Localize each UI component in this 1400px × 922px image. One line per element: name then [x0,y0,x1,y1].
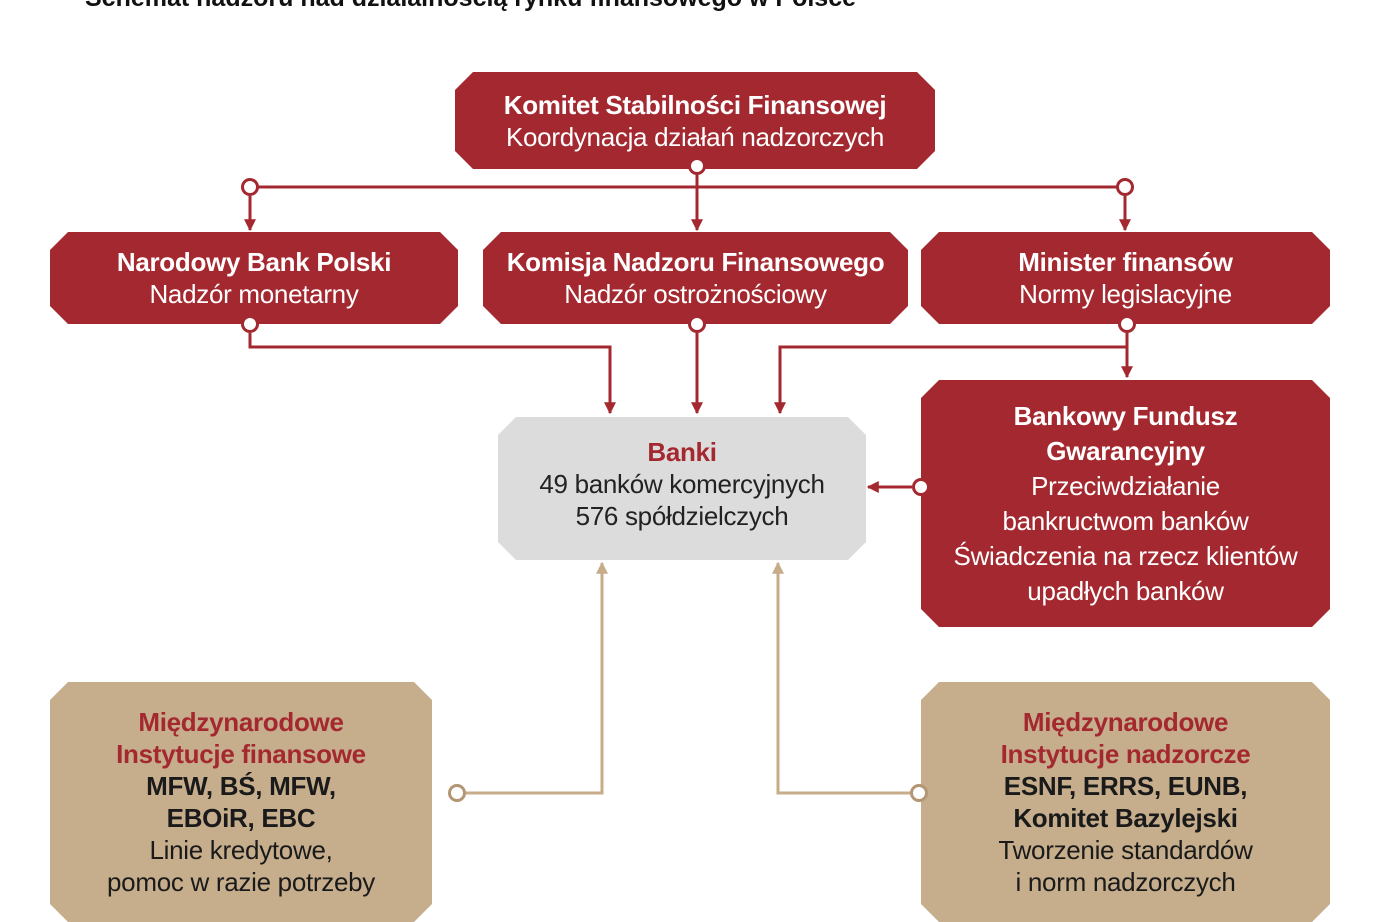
banks-name: Banki [647,437,717,467]
banks-line: 576 spółdzielczych [575,501,789,531]
knf-name: Komisja Nadzoru Finansowego [506,247,885,277]
mf-box: Minister finansów Normy legislacyjne [921,232,1330,324]
bfg-role-line: Przeciwdziałanie [1031,470,1220,501]
connector-dot [912,478,930,496]
intl-financial-box: Międzynarodowe Instytucje finansowe MFW,… [50,682,432,922]
intl-supervisory-box: Międzynarodowe Instytucje nadzorcze ESNF… [921,682,1330,922]
connector-dot [1118,315,1136,333]
bfg-role-line: Świadczenia na rzecz klientów [953,540,1298,571]
nbp-box: Narodowy Bank Polski Nadzór monetarny [50,232,458,324]
intl-financial-title-line: Instytucje finansowe [116,739,366,769]
diagram-title: Schemat nadzoru nad działalnością rynku … [85,0,856,13]
intl-financial-members-line: EBOiR, EBC [166,803,316,833]
intl-supervisory-title-line: Międzynarodowe [1022,707,1229,737]
connector-dot [688,157,706,175]
intl-financial-members-line: MFW, BŚ, MFW, [146,771,336,801]
intl-financial-title-line: Międzynarodowe [138,707,344,737]
connector-dot [241,315,259,333]
intl-supervisory-title-line: Instytucje nadzorcze [1000,739,1251,769]
arrow-intl-supervisory-to-banks [772,561,910,795]
arrow-nbp-to-banks [248,333,616,415]
bfg-name-line: Gwarancyjny [1046,435,1205,466]
knf-box: Komisja Nadzoru Finansowego Nadzór ostro… [483,232,908,324]
connector-dot [241,178,259,196]
arrow-intl-financial-to-banks [466,561,608,795]
bfg-name-line: Bankowy Fundusz [1013,400,1238,431]
intl-supervisory-role-line: Tworzenie standardów [998,835,1253,865]
intl-supervisory-members-line: Komitet Bazylejski [1013,803,1238,833]
intl-supervisory-role-line: i norm nadzorczych [1015,867,1236,897]
bfg-role-line: upadłych banków [1027,575,1224,606]
banks-line: 49 banków komercyjnych [539,469,825,499]
intl-financial-role-line: pomoc w razie potrzeby [107,867,375,897]
connector-dot [910,784,928,802]
knf-role: Nadzór ostrożnościowy [564,279,827,309]
connector-lines [244,175,1133,795]
connector-dot [1116,178,1134,196]
ksf-role: Koordynacja działań nadzorczych [505,121,885,152]
ksf-box: Komitet Stabilności Finansowej Koordynac… [455,72,935,169]
arrow-mf-to-banks [774,333,1129,415]
bfg-box: Bankowy Fundusz Gwarancyjny Przeciwdział… [921,380,1330,627]
nbp-role: Nadzór monetarny [149,279,359,309]
banks-box: Banki 49 banków komercyjnych 576 spółdzi… [498,417,866,560]
connector-dot [448,784,466,802]
nbp-name: Narodowy Bank Polski [116,247,392,277]
ksf-name: Komitet Stabilności Finansowej [503,89,887,120]
bfg-role-line: bankructwom banków [1002,505,1249,536]
mf-role: Normy legislacyjne [1019,279,1232,309]
intl-supervisory-members-line: ESNF, ERRS, EUNB, [1003,771,1248,801]
connector-dot [688,315,706,333]
intl-financial-role-line: Linie kredytowe, [149,835,333,865]
mf-name: Minister finansów [1018,247,1233,277]
